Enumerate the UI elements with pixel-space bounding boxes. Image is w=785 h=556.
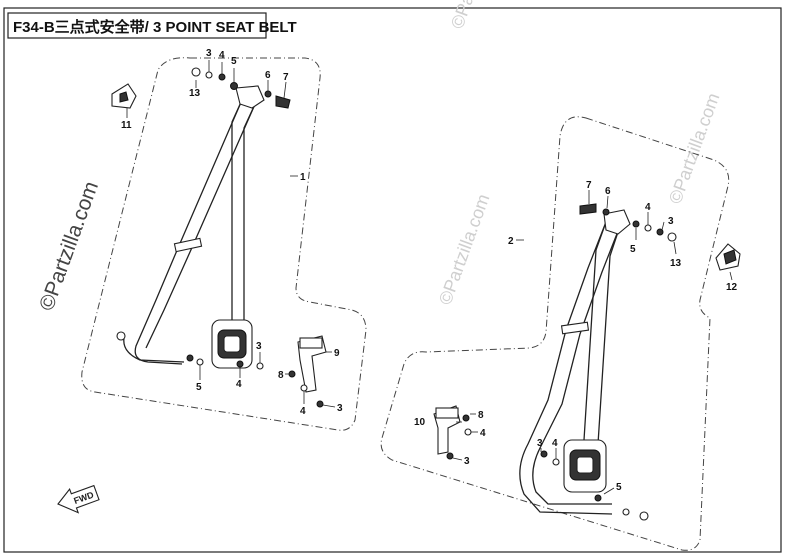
callout-8: 8 bbox=[278, 370, 284, 381]
callout-4-retractor-right: 4 bbox=[552, 438, 558, 449]
assembly-1-outline bbox=[81, 57, 367, 431]
buckle-washer-right-icon bbox=[464, 428, 472, 436]
retractor-left bbox=[211, 319, 253, 369]
callout-1: 1 bbox=[300, 172, 306, 183]
callouts-right bbox=[452, 190, 733, 495]
collar-right-icon bbox=[602, 208, 610, 216]
fwd-arrow-icon: FWD bbox=[57, 484, 100, 514]
callout-6-right: 6 bbox=[605, 186, 611, 197]
callout-10: 10 bbox=[414, 417, 426, 428]
lower-washer-left-icon bbox=[186, 354, 194, 362]
lower-bolt-left-icon bbox=[116, 331, 126, 341]
retractor-washer-icon bbox=[196, 358, 204, 366]
callout-4-right: 4 bbox=[645, 202, 651, 213]
bolt-icon bbox=[275, 95, 291, 109]
retractor-nut-right-icon bbox=[552, 458, 560, 466]
callout-4-buckle: 4 bbox=[300, 406, 306, 417]
callout-9: 9 bbox=[334, 348, 340, 359]
callout-13: 13 bbox=[189, 88, 201, 99]
retractor-washer-right-icon bbox=[540, 450, 548, 458]
callout-3-buckle: 3 bbox=[337, 403, 343, 414]
buckle-washer-icon bbox=[300, 384, 308, 392]
diagram-frame bbox=[3, 7, 782, 553]
washer-icon bbox=[205, 71, 213, 79]
callout-5-lower-right: 5 bbox=[616, 482, 622, 493]
callout-7: 7 bbox=[283, 72, 289, 83]
retractor-right bbox=[563, 439, 607, 493]
callout-5-lower: 5 bbox=[196, 382, 202, 393]
diagram-title: F34-B三点式安全带/ 3 POINT SEAT BELT bbox=[13, 18, 297, 36]
lower-washer-right-icon bbox=[594, 494, 602, 502]
callout-12: 12 bbox=[726, 282, 738, 293]
callout-5: 5 bbox=[231, 56, 237, 67]
assembly-2-outline bbox=[380, 116, 730, 551]
washer-dark-icon bbox=[230, 82, 238, 90]
callout-4-buckle-right: 4 bbox=[480, 428, 486, 439]
nut-right-icon bbox=[667, 232, 677, 242]
bolt-right-icon bbox=[579, 203, 597, 215]
seat-belt-left bbox=[123, 99, 257, 365]
buckle-right bbox=[433, 405, 461, 455]
callout-2: 2 bbox=[508, 236, 514, 247]
watermark-top-right: ©Partzilla.com bbox=[447, 0, 506, 31]
lower-nut-right-icon bbox=[622, 508, 630, 516]
callout-4: 4 bbox=[219, 50, 225, 61]
washer-right-icon bbox=[632, 220, 640, 228]
callout-3-retractor-right: 3 bbox=[537, 438, 543, 449]
callout-7-right: 7 bbox=[586, 180, 592, 191]
buckle-bolt-right-icon bbox=[462, 414, 470, 422]
callout-3-lower: 3 bbox=[256, 341, 262, 352]
callout-13-right: 13 bbox=[670, 258, 682, 269]
watermark-center: ©Partzilla.com bbox=[435, 191, 494, 307]
watermark-right: ©Partzilla.com bbox=[665, 90, 724, 206]
buckle-nut-icon bbox=[316, 400, 324, 408]
callout-6: 6 bbox=[265, 70, 271, 81]
seat-belt-right bbox=[519, 221, 621, 515]
buckle-left bbox=[297, 335, 327, 393]
watermark-left: ©Partzilla.com bbox=[35, 178, 103, 313]
spacer-icon bbox=[218, 73, 226, 81]
upper-anchor-right bbox=[603, 209, 631, 235]
callout-3: 3 bbox=[206, 48, 212, 59]
buckle-nut-right-icon bbox=[446, 452, 454, 460]
retractor-nut-icon bbox=[236, 360, 244, 368]
upper-anchor-left bbox=[235, 85, 265, 109]
callout-4-lower: 4 bbox=[236, 379, 242, 390]
retractor-washer2-icon bbox=[256, 362, 264, 370]
spacer-right-icon bbox=[644, 224, 652, 232]
callout-5-right: 5 bbox=[630, 244, 636, 255]
callout-3-buckle-right: 3 bbox=[464, 456, 470, 467]
washer2-right-icon bbox=[656, 228, 664, 236]
title-box: F34-B三点式安全带/ 3 POINT SEAT BELT bbox=[7, 12, 297, 39]
callouts-left bbox=[126, 60, 336, 408]
collar-icon bbox=[264, 90, 272, 98]
callout-3-right: 3 bbox=[668, 216, 674, 227]
callout-11: 11 bbox=[121, 120, 132, 131]
nut-icon bbox=[191, 67, 201, 77]
callout-8-right: 8 bbox=[478, 410, 484, 421]
lower-bolt-right-icon bbox=[639, 511, 649, 521]
